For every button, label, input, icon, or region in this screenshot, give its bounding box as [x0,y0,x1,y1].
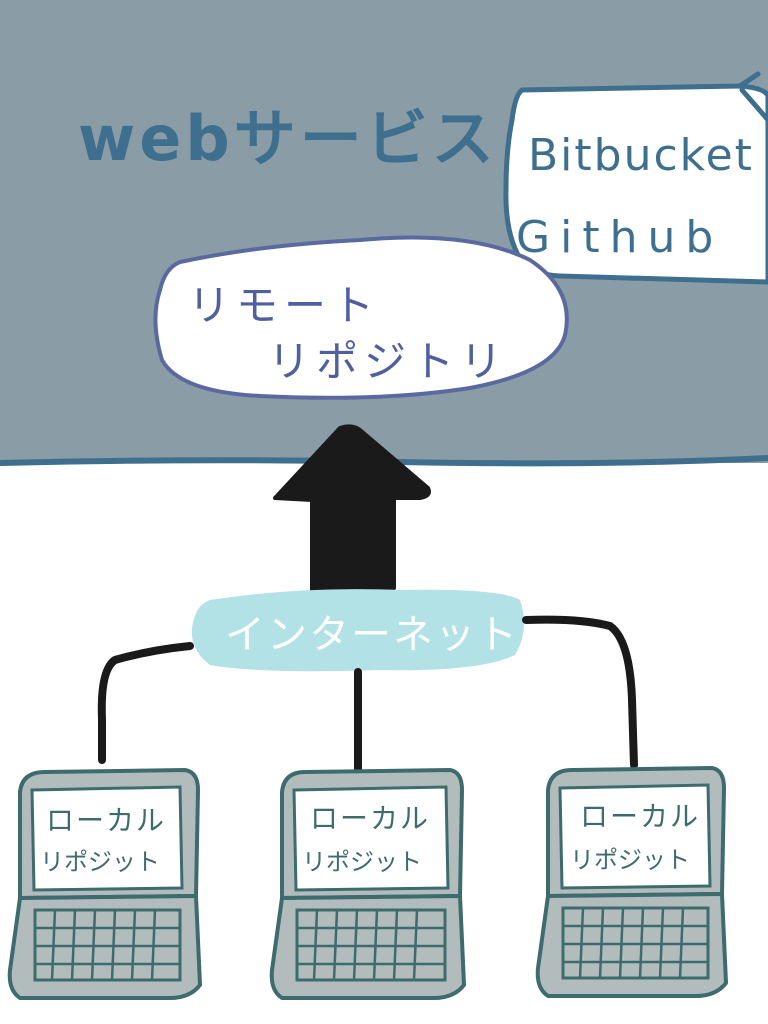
provider-bitbucket: Bitbucket [528,130,754,181]
local-repo-2-line1: ローカル [310,802,430,835]
laptop-screen [30,785,184,892]
internet-label: インターネット [225,612,519,658]
laptop-keyboard-grid [563,907,708,979]
local-repo-3-line2: リポジット [570,846,690,874]
local-repo-2-line2: リポジット [302,848,422,876]
remote-repository-label-line2: リポジトリ [268,337,508,386]
local-repo-1-line1: ローカル [46,804,166,837]
provider-note-card [503,83,768,285]
provider-note: Bitbucket Github [503,71,768,285]
laptop-screen [292,785,450,892]
network-connectors [97,615,638,774]
remote-repository-cloud [153,235,569,400]
local-repo-3-line1: ローカル [580,800,700,833]
laptop-keyboard-grid [297,909,445,981]
upload-arrow [273,424,431,592]
connector-right [522,615,638,769]
laptop-screen [558,783,712,890]
local-repo-1-line2: リポジット [40,848,160,876]
connector-left [97,642,194,764]
provider-note-fold [737,71,768,123]
provider-github: Github [516,212,723,263]
remote-repository: リモート リポジトリ [153,235,569,400]
internet: インターネット [191,589,524,672]
local-laptop-1: ローカル リポジット [7,768,202,1000]
laptop-keyboard-grid [35,909,180,981]
local-laptop-2: ローカル リポジット [269,768,466,1000]
local-laptop-3: ローカル リポジット [535,766,728,998]
remote-repository-label-line1: リモート [188,281,380,330]
web-service-title: webサービス [78,102,498,175]
internet-cloud [191,589,524,672]
